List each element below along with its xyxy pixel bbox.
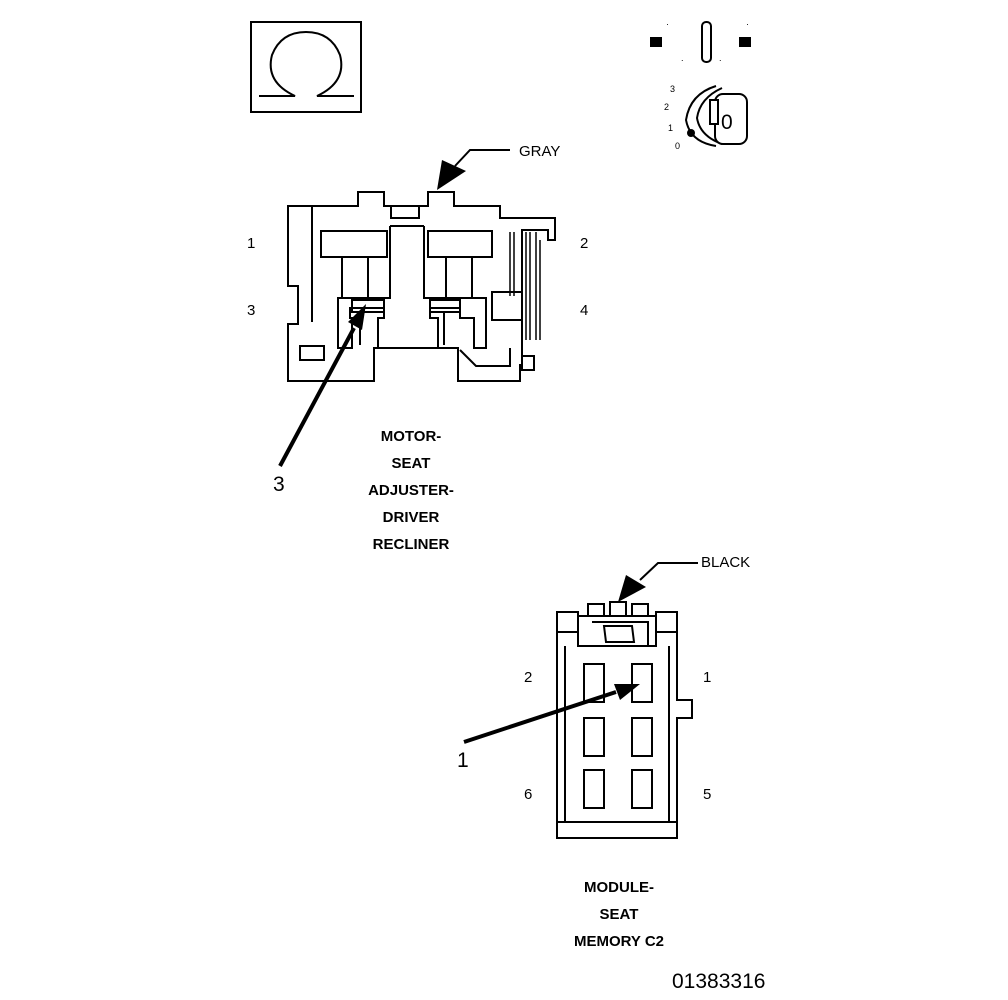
svg-text:.: . [681, 53, 684, 63]
pin-label-1: 1 [703, 669, 711, 686]
module-seat-memory-c2-connector: BLACK 2 1 6 5 1 MODULE- SEAT [457, 554, 750, 950]
connector-caption-line-3: MEMORY C2 [574, 933, 664, 950]
connector-caption-line-2: SEAT [600, 906, 639, 923]
callout-number: 3 [273, 473, 285, 496]
callout-arrow [614, 684, 640, 700]
color-label-arrow [618, 575, 646, 602]
pin-label-4: 4 [580, 302, 588, 319]
switch-position-3: 3 [670, 84, 675, 94]
pin-label-1: 1 [247, 235, 255, 252]
pin-label-6: 6 [524, 786, 532, 803]
switch-position-0: 0 [675, 141, 680, 151]
connector-color-label: GRAY [519, 143, 560, 160]
color-label-arrow [437, 160, 466, 190]
svg-text:.: . [719, 53, 722, 63]
pin-label-2: 2 [580, 235, 588, 252]
ignition-switch-icon: · · . . 3 2 1 0 0 [650, 19, 751, 151]
connector-caption-line-5: RECLINER [373, 536, 450, 553]
connector-caption-line-1: MODULE- [584, 879, 654, 896]
connector-color-label: BLACK [701, 554, 750, 571]
callout-arrow [348, 304, 366, 330]
connector-caption-line-4: DRIVER [383, 509, 440, 526]
connector-caption-line-2: SEAT [392, 455, 431, 472]
omega-symbol-icon [250, 21, 362, 113]
switch-position-1: 1 [668, 123, 673, 133]
pin-label-5: 5 [703, 786, 711, 803]
key-label: 0 [721, 111, 733, 134]
callout-number: 1 [457, 749, 469, 772]
switch-position-2: 2 [664, 102, 669, 112]
pin-label-3: 3 [247, 302, 255, 319]
svg-text:·: · [746, 19, 749, 29]
svg-text:·: · [666, 19, 669, 29]
motor-seat-adjuster-connector: GRAY 1 2 3 4 3 [247, 143, 588, 553]
connector-caption-line-3: ADJUSTER- [368, 482, 454, 499]
connector-caption-line-1: MOTOR- [381, 428, 442, 445]
pin-label-2: 2 [524, 669, 532, 686]
figure-id: 01383316 [672, 970, 765, 993]
